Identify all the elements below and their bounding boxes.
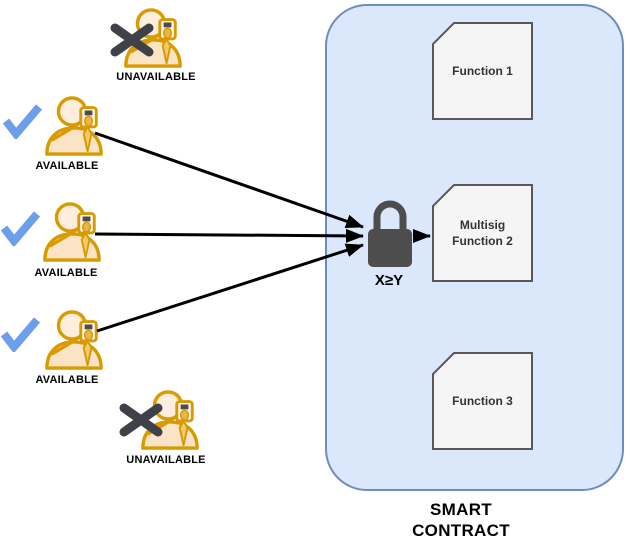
participant-5-status-label: UNAVAILABLE [126,454,206,466]
smart-contract-label: SMART CONTRACT [412,500,510,541]
connector-arrow-2 [94,228,364,243]
function-3-label: Function 3 [452,393,513,408]
connector-arrow-1 [94,131,364,229]
cross-icon [119,403,163,437]
participant-1-status-label: UNAVAILABLE [116,71,196,83]
participant-4-status-label: AVAILABLE [35,374,99,386]
participant-3-status-label: AVAILABLE [34,267,98,279]
multisig-function-2-label: Multisig Function 2 [452,217,513,248]
function-1-card[interactable]: Function 1 [432,22,533,120]
user-on-phone-icon [43,202,101,262]
multisig-function-2-card[interactable]: Multisig Function 2 [432,184,533,282]
cross-icon [110,23,154,57]
user-on-phone-icon [45,310,103,370]
user-on-phone-icon [45,96,103,156]
connector-arrow-3 [96,243,364,333]
check-icon [2,104,42,139]
lock-icon [368,200,412,267]
check-icon [0,211,40,246]
document-shape-icon [432,22,533,120]
function-3-card[interactable]: Function 3 [432,352,533,450]
function-1-label: Function 1 [452,63,513,78]
check-icon [0,317,40,352]
lock-condition-label: X≥Y [374,272,404,289]
participant-2-status-label: AVAILABLE [35,160,99,172]
document-shape-icon [432,352,533,450]
document-shape-icon [432,184,533,282]
